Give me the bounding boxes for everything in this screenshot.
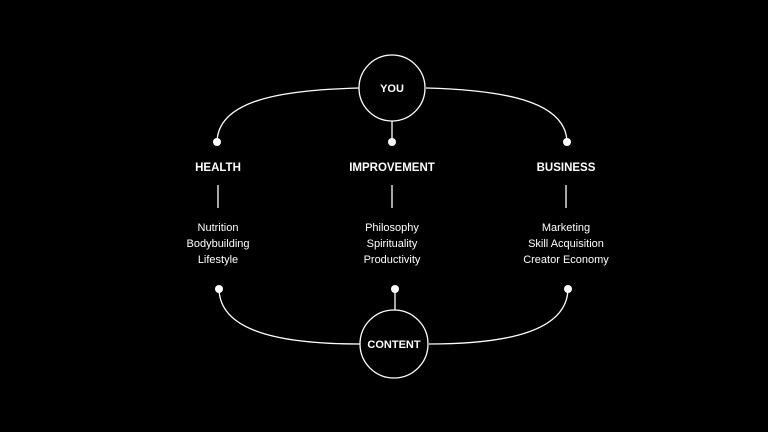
column-item: Skill Acquisition: [528, 238, 604, 250]
dot-improvement-bottom: [391, 285, 399, 293]
dot-health-bottom: [215, 285, 223, 293]
dot-business-bottom: [564, 285, 572, 293]
content-node: [359, 309, 429, 379]
connector-content-business: [428, 288, 569, 345]
dot-improvement-top: [388, 138, 396, 146]
column-item: Philosophy: [365, 222, 419, 234]
column-item: Productivity: [364, 254, 421, 266]
column-heading-business: BUSINESS: [537, 162, 596, 174]
dot-business-top: [563, 138, 571, 146]
column-item: Nutrition: [198, 222, 239, 234]
content-node-label: CONTENT: [367, 339, 420, 351]
connector-content-health: [218, 288, 361, 345]
you-node-label: YOU: [380, 83, 404, 95]
column-item: Bodybuilding: [187, 238, 250, 250]
column-item: Lifestyle: [198, 254, 238, 266]
dot-health-top: [213, 138, 221, 146]
connector-you-health: [216, 87, 360, 143]
you-node: [358, 54, 426, 122]
connector-you-business: [425, 87, 568, 143]
column-heading-improvement: IMPROVEMENT: [349, 162, 435, 174]
column-item: Creator Economy: [523, 254, 609, 266]
column-item: Spirituality: [367, 238, 418, 250]
column-heading-health: HEALTH: [195, 162, 241, 174]
column-item: Marketing: [542, 222, 590, 234]
